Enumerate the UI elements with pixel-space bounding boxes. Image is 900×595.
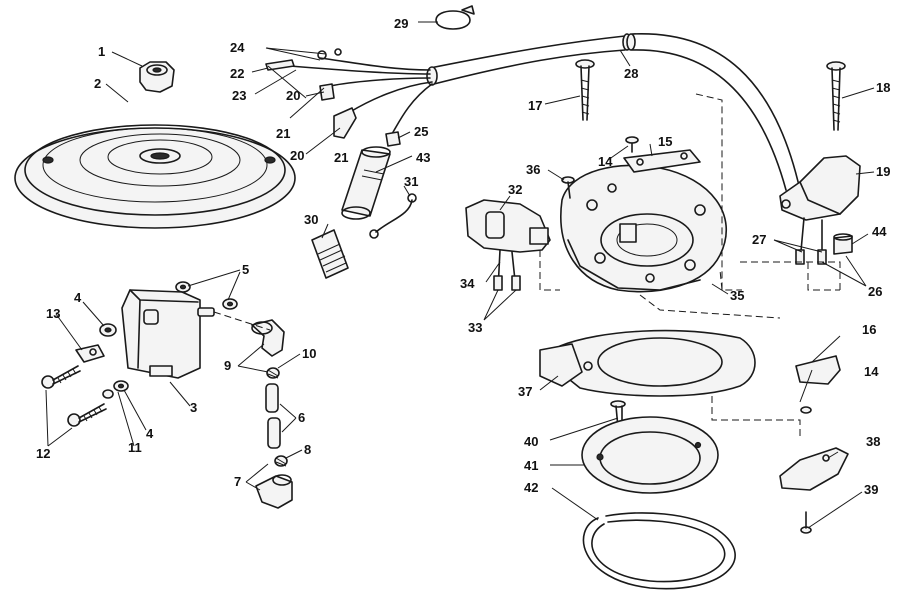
callout-30: 30	[304, 212, 318, 227]
assembly-lines	[213, 93, 841, 440]
callout-32: 32	[508, 182, 522, 197]
callout-20a: 20	[286, 88, 300, 103]
lower-clamp-screw	[800, 511, 812, 534]
retainer-ring	[581, 416, 719, 494]
callout-9: 9	[224, 358, 231, 373]
callout-22: 22	[230, 66, 244, 81]
snap-ring	[582, 512, 736, 590]
callout-10: 10	[302, 346, 316, 361]
callout-40: 40	[524, 434, 538, 449]
washers	[99, 281, 238, 399]
callout-6: 6	[298, 410, 305, 425]
callout-4b: 4	[146, 426, 154, 441]
sensor-screw	[826, 61, 846, 131]
callout-8: 8	[304, 442, 311, 457]
callout-12: 12	[36, 446, 50, 461]
callout-11: 11	[128, 440, 142, 455]
base-plate	[539, 329, 756, 397]
callout-29: 29	[394, 16, 408, 31]
callout-37: 37	[518, 384, 532, 399]
callout-34: 34	[460, 276, 475, 291]
terminal-boot	[311, 229, 349, 279]
callout-28: 28	[624, 66, 638, 81]
flywheel-nut	[139, 61, 175, 93]
upper-clamp	[795, 355, 841, 385]
upper-clamp-screw	[800, 406, 812, 414]
spacer	[833, 233, 853, 255]
retainer-ring-screw	[610, 400, 626, 429]
ground-clip	[75, 344, 105, 363]
callout-24: 24	[230, 40, 245, 55]
callout-21a: 21	[276, 126, 290, 141]
callout-19: 19	[876, 164, 890, 179]
callout-7: 7	[234, 474, 241, 489]
callout-18: 18	[876, 80, 890, 95]
flywheel	[14, 124, 296, 229]
callout-31: 31	[404, 174, 418, 189]
callout-39: 39	[864, 482, 878, 497]
callout-38: 38	[866, 434, 880, 449]
callout-42: 42	[524, 480, 538, 495]
callout-14b: 14	[864, 364, 879, 379]
spark-plug-boots	[251, 319, 293, 509]
callout-4a: 4	[74, 290, 82, 305]
callout-36: 36	[526, 162, 540, 177]
callout-17: 17	[528, 98, 542, 113]
callout-25: 25	[414, 124, 428, 139]
callout-35: 35	[730, 288, 744, 303]
sensor-leads	[795, 217, 827, 265]
callout-27: 27	[752, 232, 766, 247]
callout-20b: 20	[290, 148, 304, 163]
callout-14a: 14	[598, 154, 613, 169]
retainer-plate	[623, 149, 701, 173]
callout-3: 3	[190, 400, 197, 415]
callout-23: 23	[232, 88, 246, 103]
charge-coil-screw	[561, 176, 575, 199]
wire-clamp	[435, 5, 475, 30]
callout-16: 16	[862, 322, 876, 337]
coil-screws	[41, 365, 107, 427]
callout-5: 5	[242, 262, 249, 277]
timer-base-sensor	[779, 155, 861, 221]
terminal-cap	[341, 146, 391, 220]
callout-41: 41	[524, 458, 538, 473]
callout-33: 33	[468, 320, 482, 335]
armature-plate	[560, 164, 727, 293]
jumper-wire	[369, 193, 417, 239]
callout-44: 44	[872, 224, 887, 239]
leader-lines	[45, 21, 875, 529]
callout-15: 15	[658, 134, 672, 149]
top-screw	[625, 136, 639, 153]
callout-43: 43	[416, 150, 430, 165]
lower-clamp	[779, 447, 849, 491]
callout-labels: 1 2 3 4 4 5 6 7 8 9 10 11 12 13 14 14 15…	[36, 16, 890, 497]
callout-1: 1	[98, 44, 105, 59]
callout-26: 26	[868, 284, 882, 299]
callout-21b: 21	[334, 150, 348, 165]
stator-screw	[575, 59, 595, 121]
charge-coil	[465, 199, 551, 291]
callout-13: 13	[46, 306, 60, 321]
ignition-coil	[121, 289, 215, 379]
callout-2: 2	[94, 76, 101, 91]
